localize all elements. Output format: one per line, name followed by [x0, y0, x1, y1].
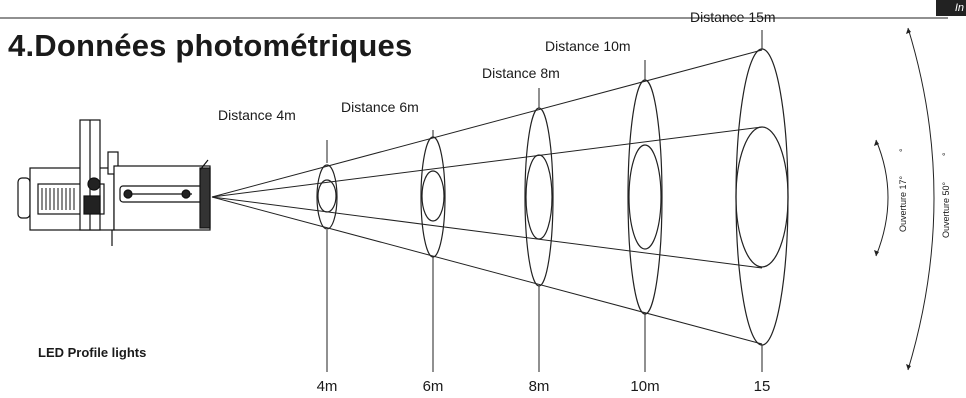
distance-label-6m: Distance 6m	[341, 99, 419, 115]
page-title: 4.Données photométriques	[8, 28, 413, 63]
distance-axis-10m: 10m	[630, 378, 659, 395]
ring-outer-10m	[627, 79, 663, 315]
angle-label-50: Ouverture 50°	[941, 181, 951, 238]
arc-17-degree	[875, 139, 889, 257]
ring-inner-10m	[628, 144, 662, 250]
distance-markers	[326, 30, 763, 372]
arc-50-degree	[907, 27, 935, 371]
angle-degree-50: °	[941, 152, 951, 156]
beam-outline	[211, 49, 763, 345]
fixture-caption: LED Profile lights	[38, 345, 147, 360]
distance-axis-15m: 15	[754, 378, 771, 395]
ring-inner-8m	[525, 154, 553, 240]
distance-axis-6m: 6m	[423, 378, 444, 395]
arrow-head-50-top	[906, 28, 911, 34]
angle-degree-17: °	[898, 148, 908, 152]
page-tab: In	[936, 0, 966, 16]
distance-axis-4m: 4m	[317, 378, 338, 395]
ring-outer-6m	[420, 136, 446, 258]
led-profile-fixture-illustration	[17, 119, 211, 246]
ring-outer-4m	[316, 164, 338, 230]
arrow-head-17-bottom	[874, 250, 879, 256]
arrow-head-50-bottom	[906, 364, 911, 370]
angle-label-17: Ouverture 17°	[898, 175, 908, 232]
ring-inner-6m	[421, 170, 445, 222]
arrow-head-17-top	[874, 140, 879, 146]
distance-label-8m: Distance 8m	[482, 65, 560, 81]
distance-label-15m: Distance 15m	[690, 9, 776, 25]
distance-label-4m: Distance 4m	[218, 107, 296, 123]
ring-inner-4m	[317, 179, 337, 213]
ring-inner-15m	[735, 126, 789, 268]
distance-axis-8m: 8m	[529, 378, 550, 395]
distance-label-10m: Distance 10m	[545, 38, 631, 54]
ring-outer-15m	[735, 48, 789, 346]
ring-outer-8m	[524, 107, 554, 287]
